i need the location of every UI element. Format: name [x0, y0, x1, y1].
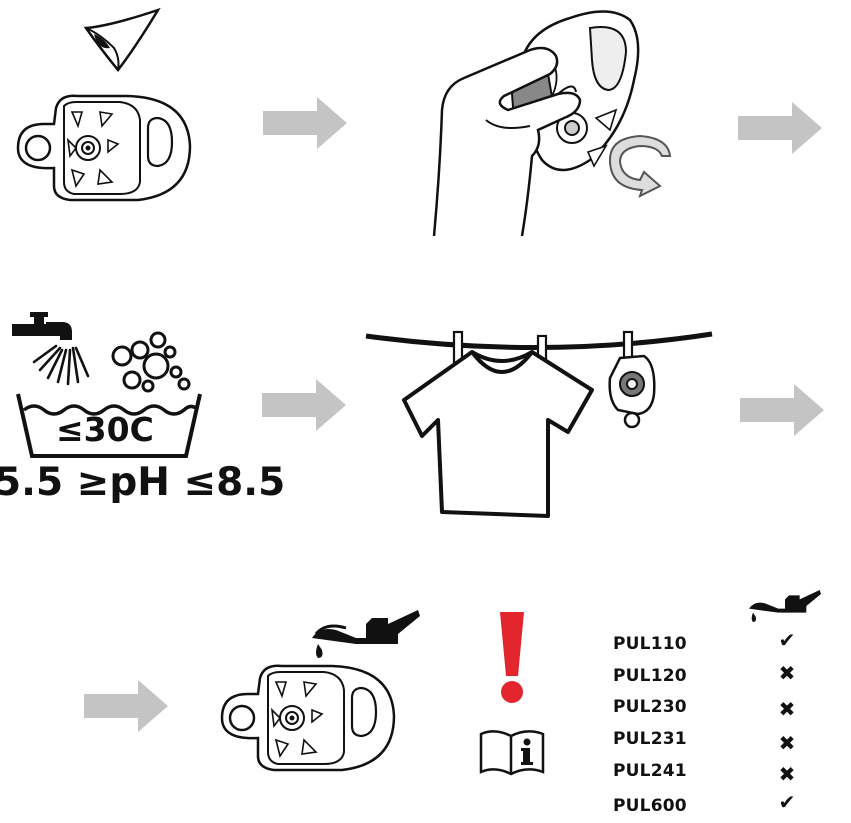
model-label: PUL110	[613, 634, 687, 654]
model-label: PUL230	[613, 697, 687, 717]
bubbles-icon	[111, 331, 191, 393]
exclamation-icon	[500, 612, 524, 703]
model-label: PUL231	[613, 729, 687, 749]
check-icon: ✔	[778, 790, 796, 814]
model-label: PUL600	[613, 796, 687, 816]
cross-icon: ✖	[778, 762, 796, 786]
arrow-right-icon	[262, 379, 346, 431]
eye-icon	[83, 7, 161, 73]
manual-info-icon	[479, 730, 545, 776]
arrow-right-icon	[84, 680, 168, 732]
model-label: PUL120	[613, 666, 687, 686]
arrow-right-icon	[738, 102, 822, 154]
cross-icon: ✖	[778, 731, 796, 755]
cross-icon: ✖	[778, 661, 796, 685]
ph-range: 5.5 ≥pH ≤8.5	[0, 460, 286, 505]
arrow-right-icon	[263, 97, 347, 149]
cross-icon: ✖	[778, 697, 796, 721]
tshirt-icon	[402, 350, 594, 518]
faucet-icon	[12, 312, 90, 386]
basin-icon	[16, 393, 202, 458]
wash-temperature: ≤30C	[56, 410, 154, 449]
oil-can-icon	[312, 610, 420, 658]
hand-icon	[432, 10, 640, 237]
rotate-arrow-icon	[608, 134, 672, 198]
pulley-icon	[608, 354, 656, 429]
check-icon: ✔	[778, 628, 796, 652]
arrow-right-icon	[740, 384, 824, 436]
model-label: PUL241	[613, 761, 687, 781]
pulley-icon	[220, 664, 396, 772]
oil-can-icon	[749, 590, 821, 622]
pulley-icon	[16, 94, 192, 202]
clothesline-icon	[365, 330, 713, 372]
